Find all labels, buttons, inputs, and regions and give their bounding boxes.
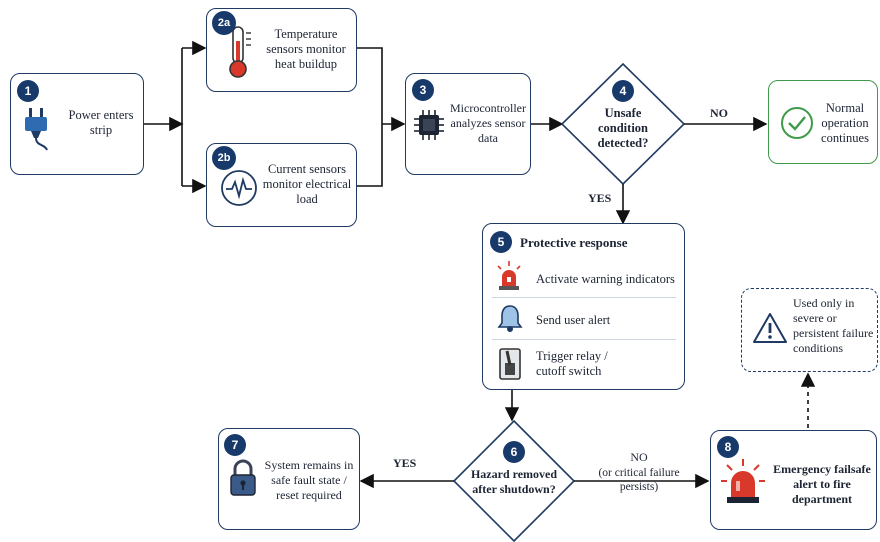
step-5-title: Protective response <box>520 235 628 250</box>
merge-line-2a <box>357 47 383 124</box>
step-6-label: Hazard removed after shutdown? <box>470 467 558 496</box>
merge-line-2b <box>357 124 383 187</box>
waveform-icon <box>219 168 259 213</box>
padlock-icon <box>227 457 259 504</box>
step-5-badge: 5 <box>490 231 512 253</box>
connector-yes-left: YES <box>393 456 417 470</box>
plug-icon <box>21 104 53 159</box>
warning-triangle-icon <box>752 311 788 350</box>
connector-no-top: NO <box>710 106 728 120</box>
checkmark-icon <box>779 105 815 146</box>
step-8-badge: 8 <box>717 436 739 458</box>
step-2a-badge: 2a <box>212 11 236 35</box>
step-7-label: System remains in safe fault state / res… <box>264 458 354 502</box>
step-5-item-3: Trigger relay / cutoff switch <box>536 349 608 378</box>
step-2b-badge: 2b <box>212 146 236 170</box>
step-5-item-2: Send user alert <box>536 313 611 327</box>
step-8-label: Emergency failsafe alert to fire departm… <box>773 462 871 506</box>
connector-no-right: NO <box>630 450 648 464</box>
step-5-divider-1 <box>492 297 676 298</box>
bell-icon <box>496 303 524 338</box>
step-1-badge: 1 <box>17 80 39 102</box>
note-box <box>741 288 878 372</box>
siren-icon <box>494 260 524 297</box>
step-5-item-1: Activate warning indicators <box>536 272 675 286</box>
decision-diamond-6 <box>452 419 576 542</box>
switch-icon <box>498 345 522 386</box>
step-7-badge: 7 <box>224 434 246 456</box>
note-label: Used only in severe or persistent failur… <box>793 296 874 355</box>
step-2a-label: Temperature sensors monitor heat buildup <box>266 27 346 71</box>
step-5-divider-2 <box>492 339 676 340</box>
connector-no-right-note: (or critical failure persists) <box>598 467 680 493</box>
step-6-badge: 6 <box>503 441 525 463</box>
emergency-light-icon <box>719 457 767 512</box>
step-2b-label: Current sensors monitor electrical load <box>262 162 352 206</box>
thermometer-icon <box>225 23 255 86</box>
step-4-label: Unsafe condition detected? <box>597 106 649 150</box>
normal-operation-label: Normal operation continues <box>821 101 869 145</box>
step-1-label: Power enters strip <box>68 108 134 137</box>
step-1-box <box>10 73 144 175</box>
normal-operation-box <box>768 80 878 164</box>
chip-icon <box>412 108 446 147</box>
connector-yes-down: YES <box>588 191 612 205</box>
step-3-badge: 3 <box>412 79 434 101</box>
step-4-badge: 4 <box>612 80 634 102</box>
step-3-label: Microcontroller analyzes sensor data <box>450 101 526 145</box>
